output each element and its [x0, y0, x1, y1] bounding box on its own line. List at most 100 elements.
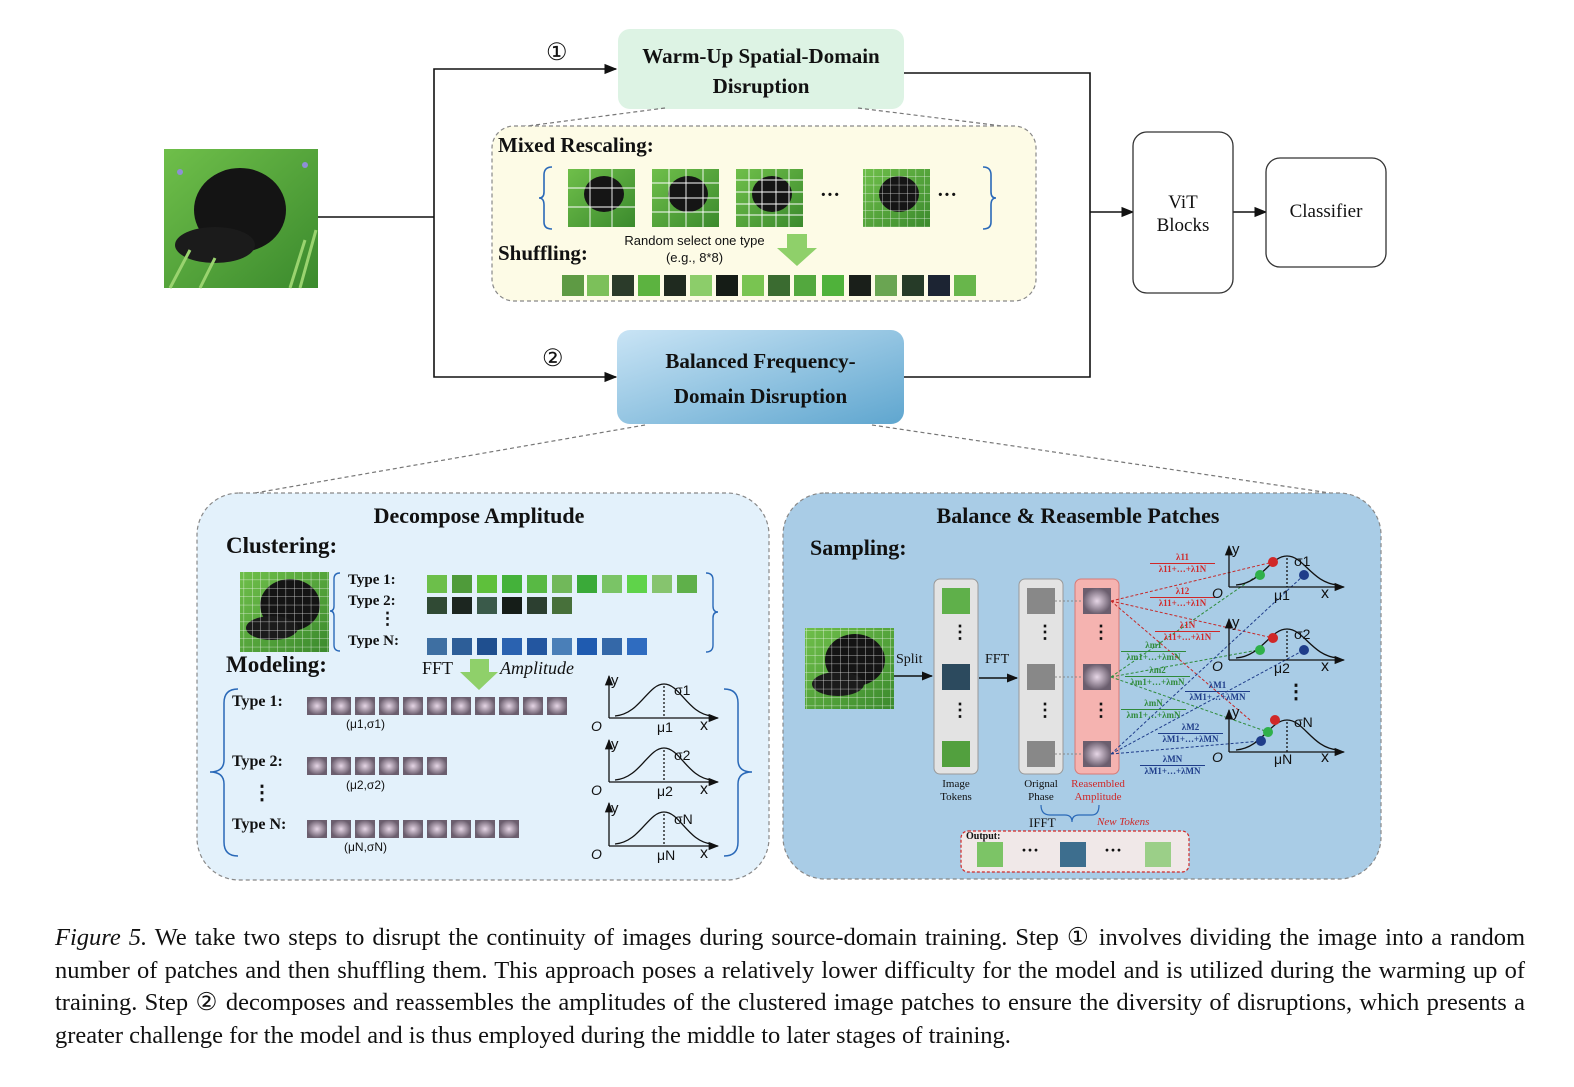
plot1-origin: O — [591, 718, 602, 734]
plot2-sigma: σ2 — [674, 747, 691, 763]
lambda-m2-den: λm1+…+λmN — [1130, 677, 1185, 687]
sampling-dog-image — [805, 628, 894, 709]
gaussian-plots-left — [604, 674, 720, 851]
param-N: (μN,σN) — [344, 840, 387, 854]
cluster-typeN-label: Type N: — [348, 633, 399, 649]
lambda-M2: λM2 λM1+…+λMN — [1158, 722, 1223, 745]
classifier-label: Classifier — [1289, 201, 1363, 222]
rplot1-mu: μ1 — [1274, 587, 1290, 603]
reasm-line1: Reasembled — [1071, 778, 1125, 790]
image-tokens-line1: Image — [942, 778, 970, 790]
lambda-mN-num: λmN — [1121, 698, 1186, 710]
image-tokens-caption: Image Tokens — [924, 778, 988, 804]
output-label: Output: — [966, 831, 1001, 842]
lambda-12: λ12 λ11+…+λ1N — [1150, 586, 1215, 609]
lambda-M2-num: λM2 — [1158, 722, 1223, 734]
lambda-MN: λMN λM1+…+λMN — [1140, 754, 1205, 777]
plot1-sigma: σ1 — [674, 682, 691, 698]
warmup-box — [618, 29, 904, 109]
warmup-title: Warm-Up Spatial-Domain Disruption — [618, 41, 904, 101]
lambda-m1-num: λm1 — [1121, 640, 1186, 652]
output-ellipsis-1: ··· — [1021, 840, 1040, 860]
lambda-mN: λmN λm1+…+λmN — [1121, 698, 1186, 721]
sampling-label: Sampling: — [810, 535, 907, 560]
random-note-line1: Random select one type — [624, 233, 765, 248]
cluster-type2-patches — [427, 597, 572, 614]
figure-caption: Figure 5. We take two steps to disrupt t… — [55, 922, 1525, 1052]
warmup-title-line1: Warm-Up Spatial-Domain — [642, 44, 880, 68]
balanced-title: Balanced Frequency- Domain Disruption — [617, 344, 904, 414]
plot2-x: x — [700, 781, 708, 798]
vit-line1: ViT — [1168, 192, 1198, 213]
split-label: Split — [896, 652, 923, 667]
cluster-typeN-patches — [427, 638, 647, 655]
ellipsis-2: ··· — [937, 184, 958, 206]
param-2: (μ2,σ2) — [346, 778, 385, 792]
plot1-x: x — [700, 717, 708, 734]
figure-label: Figure 5. — [55, 924, 148, 951]
vit-blocks-label: ViT Blocks — [1133, 191, 1233, 237]
lambda-M1-den: λM1+…+λMN — [1189, 692, 1246, 702]
clustering-dog-image — [240, 572, 329, 652]
amplitude-patches-type2 — [307, 757, 447, 775]
lambda-m2-num: λm2 — [1125, 665, 1190, 677]
amp-vdots-2: ⋮ — [1092, 700, 1110, 720]
lambda-1N: λ1N λ11+…+λ1N — [1155, 620, 1220, 643]
rplot3-x: x — [1321, 749, 1329, 766]
lambda-11-num: λ11 — [1150, 552, 1215, 564]
param-1: (μ1,σ1) — [346, 717, 385, 731]
rplot3-origin: O — [1212, 749, 1223, 765]
plot3-origin: O — [591, 846, 602, 862]
vit-blocks-box — [1132, 131, 1234, 294]
vit-line2: Blocks — [1156, 215, 1210, 236]
lambda-m2: λm2 λm1+…+λmN — [1125, 665, 1190, 688]
rescaled-images — [568, 169, 930, 227]
rplot-vdots: ⋮ — [1286, 681, 1306, 703]
tokens-vdots-1: ⋮ — [951, 622, 969, 642]
rplot3-sigma: σN — [1294, 714, 1313, 730]
shuffling-label: Shuffling: — [498, 241, 588, 265]
decompose-panel — [196, 492, 770, 881]
lambda-mN-den: λm1+…+λmN — [1126, 710, 1181, 720]
amp-vdots-1: ⋮ — [1092, 622, 1110, 642]
modeling-amplitude-label: Amplitude — [500, 658, 574, 678]
step1-marker: ① — [546, 40, 568, 66]
classifier-box — [1265, 157, 1387, 268]
lambda-M2-den: λM1+…+λMN — [1162, 734, 1219, 744]
amplitude-patches-type1 — [307, 697, 567, 715]
rplot3-y: y — [1232, 704, 1240, 721]
image-tokens-line2: Tokens — [940, 791, 972, 803]
cluster-vdots: ⋮ — [379, 609, 396, 628]
step2-marker: ② — [542, 346, 564, 372]
input-dog-image — [164, 149, 318, 289]
plot1-mu: μ1 — [657, 719, 673, 735]
sample-points — [1255, 557, 1309, 746]
lambda-11-den: λ11+…+λ1N — [1158, 564, 1207, 574]
plot2-mu: μ2 — [657, 783, 673, 799]
rplot2-origin: O — [1212, 658, 1223, 674]
plot2-origin: O — [591, 782, 602, 798]
balanced-title-line2: Domain Disruption — [673, 384, 848, 408]
reasm-line2: Amplitude — [1074, 791, 1122, 803]
lambda-12-den: λ11+…+λ1N — [1158, 598, 1207, 608]
green-arrow-down-icon — [777, 234, 817, 266]
reasm-amp-caption: Reasembled Amplitude — [1062, 778, 1134, 804]
lambda-M1: λM1 λM1+…+λMN — [1185, 680, 1250, 703]
rplot1-sigma: σ1 — [1294, 553, 1311, 569]
lambda-1N-num: λ1N — [1155, 620, 1220, 632]
plot3-x: x — [700, 845, 708, 862]
lambda-M1-num: λM1 — [1185, 680, 1250, 692]
lambda-12-num: λ12 — [1150, 586, 1215, 598]
rplot1-x: x — [1321, 585, 1329, 602]
warmup-title-line2: Disruption — [712, 74, 810, 98]
cluster-type1-label: Type 1: — [348, 572, 396, 588]
lambda-1N-den: λ11+…+λ1N — [1163, 632, 1212, 642]
new-tokens-label: New Tokens — [1097, 816, 1150, 828]
balanced-box — [617, 330, 904, 424]
rplot1-origin: O — [1212, 585, 1223, 601]
modeling-label: Modeling: — [226, 652, 327, 677]
amplitude-patches-typeN — [307, 820, 519, 838]
orig-phase-line1: Orignal — [1024, 778, 1058, 790]
shuffled-patches — [562, 275, 976, 296]
cluster-type2-label: Type 2: — [348, 593, 396, 609]
